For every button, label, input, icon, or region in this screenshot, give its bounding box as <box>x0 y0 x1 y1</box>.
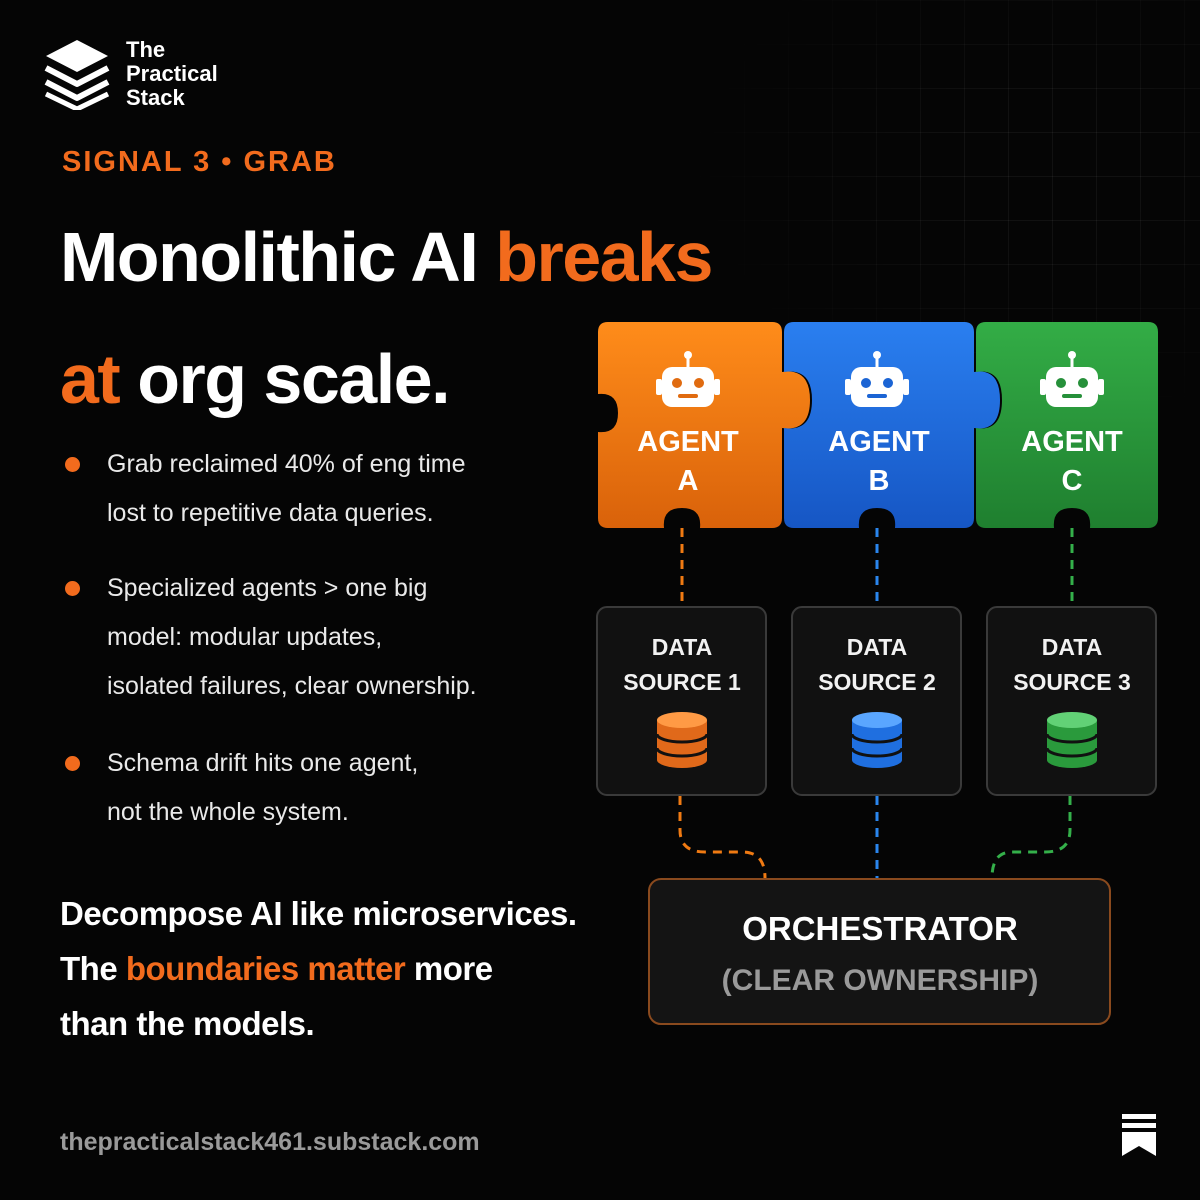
brand-line: The <box>126 37 166 62</box>
bullet-dot-icon <box>65 581 80 596</box>
database-icon <box>850 712 904 768</box>
agent-label: AGENT <box>637 426 739 458</box>
bullet-line: Schema drift hits one agent, <box>107 749 419 777</box>
stack-layers-icon <box>44 40 110 110</box>
data-source-box <box>791 606 962 796</box>
bullet-dot-icon <box>65 756 80 771</box>
brand-name: The Practical Stack <box>126 38 218 110</box>
orchestrator-title: ORCHESTRATOR <box>742 910 1018 947</box>
orchestrator-box <box>648 878 1111 1025</box>
bullet-line: not the whole system. <box>107 798 349 826</box>
agent-label: C <box>1062 465 1083 497</box>
conclusion-line: The boundaries matter more <box>60 941 660 996</box>
bullet-line: isolated failures, clear ownership. <box>107 672 477 700</box>
conclusion-highlight: boundaries matter <box>125 950 406 987</box>
headline: Monolithic AI breaks at org scale. <box>60 196 820 440</box>
agent-label: B <box>869 465 890 497</box>
headline-text: Monolithic AI <box>60 218 496 296</box>
data-source-box <box>596 606 767 796</box>
robot-icon <box>656 351 720 407</box>
robot-icon <box>845 351 909 407</box>
brand-line: Practical <box>126 61 218 86</box>
conclusion-line: Decompose AI like microservices. <box>60 895 577 932</box>
bullet-line: model: modular updates, <box>107 623 383 651</box>
conclusion-text: The <box>60 950 126 987</box>
headline-highlight: at <box>60 340 121 418</box>
data-source-label: SOURCE 2 <box>818 669 936 695</box>
data-source-label: SOURCE 1 <box>623 669 741 695</box>
footer-url: thepracticalstack461.substack.com <box>60 1128 480 1156</box>
connector-line <box>990 796 1072 879</box>
connector-line <box>678 796 767 879</box>
conclusion-line: than the models. <box>60 1005 315 1042</box>
agent-a-piece <box>598 322 810 528</box>
database-icon <box>1045 712 1099 768</box>
bullet-item: Schema drift hits one agent, not the who… <box>62 739 418 837</box>
conclusion-text: more <box>405 950 493 987</box>
agent-label: A <box>678 465 699 497</box>
bullet-item: Specialized agents > one big model: modu… <box>62 564 477 711</box>
bullet-line: Specialized agents > one big <box>107 574 428 602</box>
bullet-item: Grab reclaimed 40% of eng time lost to r… <box>62 440 466 538</box>
bullet-dot-icon <box>65 457 80 472</box>
agent-label: AGENT <box>828 426 930 458</box>
agent-c-piece <box>976 322 1158 528</box>
agent-b-piece <box>784 322 1000 528</box>
agent-label: AGENT <box>1021 426 1123 458</box>
conclusion: Decompose AI like microservices. The bou… <box>60 886 660 1051</box>
headline-highlight: breaks <box>495 218 713 296</box>
database-icon <box>655 712 709 768</box>
data-source-box <box>986 606 1157 796</box>
bookmark-icon <box>1122 1114 1156 1156</box>
headline-text: org scale. <box>119 340 450 418</box>
eyebrow-label: SIGNAL 3 • GRAB <box>62 146 337 178</box>
data-source-label: DATA <box>652 634 712 660</box>
data-source-label: SOURCE 3 <box>1013 669 1131 695</box>
bullet-line: lost to repetitive data queries. <box>107 499 434 527</box>
bullet-line: Grab reclaimed 40% of eng time <box>107 450 466 478</box>
orchestrator-subtitle: (CLEAR OWNERSHIP) <box>722 964 1039 997</box>
data-source-label: DATA <box>847 634 907 660</box>
data-source-label: DATA <box>1042 634 1102 660</box>
brand-line: Stack <box>126 85 185 110</box>
robot-icon <box>1040 351 1104 407</box>
